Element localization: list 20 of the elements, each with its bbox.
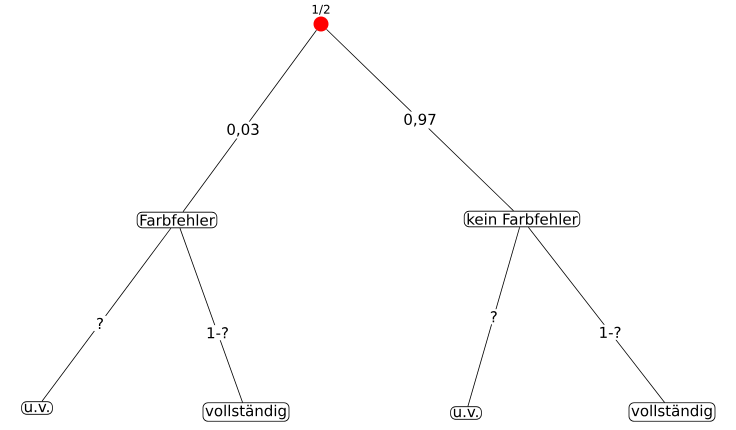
edge-label: 0,03 bbox=[224, 122, 262, 139]
edge-label: ? bbox=[94, 316, 106, 331]
edge-label: 1-? bbox=[596, 324, 624, 340]
branch-line bbox=[42, 228, 172, 402]
branch-line bbox=[182, 30, 317, 212]
probability-label: 1/2 bbox=[312, 4, 330, 15]
outcome-box: vollständig bbox=[628, 402, 716, 422]
outcome-box: u.v. bbox=[450, 406, 482, 420]
edge-label: ? bbox=[488, 309, 500, 324]
edge-label: 1-? bbox=[204, 325, 231, 340]
outcome-box: vollständig bbox=[202, 402, 290, 422]
branch-line bbox=[468, 226, 520, 407]
outcome-box: kein Farbfehler bbox=[464, 210, 580, 228]
branch-line bbox=[326, 28, 514, 212]
branch-line bbox=[180, 228, 243, 403]
outcome-box: Farbfehler bbox=[136, 212, 218, 228]
branch-line bbox=[528, 226, 665, 403]
edge-label: 0,97 bbox=[401, 112, 439, 128]
root-dot bbox=[314, 16, 328, 32]
outcome-box: u.v. bbox=[21, 401, 53, 415]
